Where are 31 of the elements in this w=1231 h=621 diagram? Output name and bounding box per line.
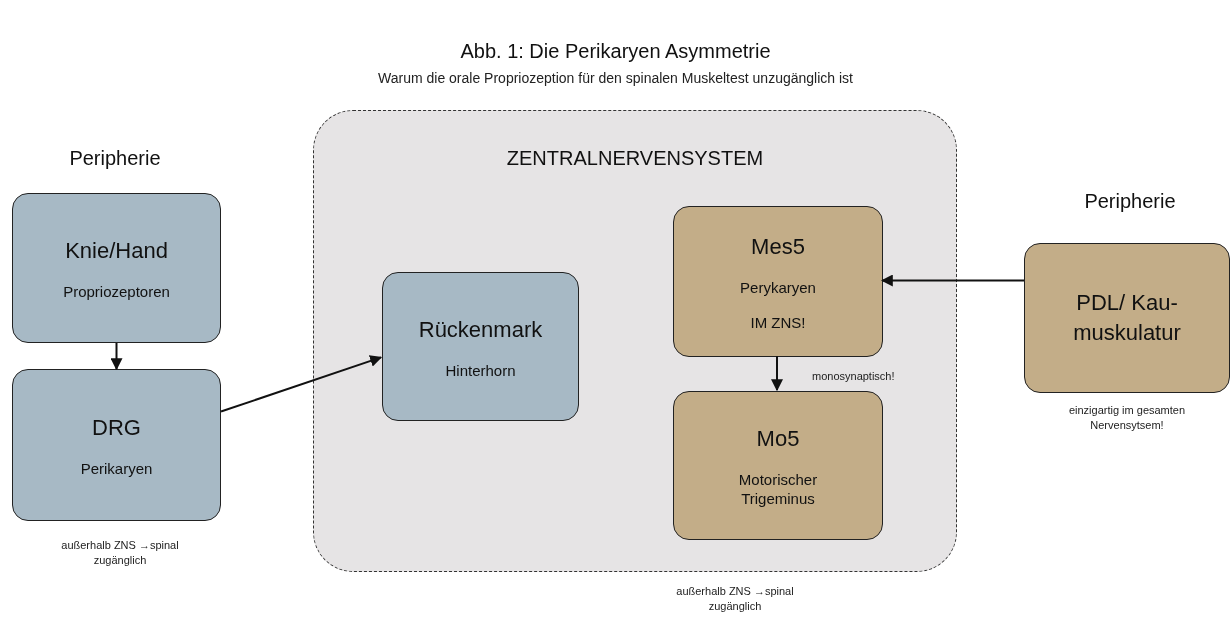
box-heading: PDL/ Kau- muskulatur xyxy=(1072,288,1182,347)
box-heading: Mo5 xyxy=(756,425,800,454)
region-title: ZENTRALNERVENSYSTEM xyxy=(505,146,765,171)
box-text: Propriozeptoren xyxy=(63,283,170,302)
subtitle: Warum die orale Propriozeption für den spinalen Muskeltest unzugänglich ist xyxy=(377,69,854,88)
neuron-box xyxy=(12,193,221,343)
box-text: Perikaryen xyxy=(80,460,153,479)
neuron-box xyxy=(12,369,221,521)
note-text: einzigartig im gesamten Nervensytsem! xyxy=(1067,403,1187,433)
box-text: Perykaryen xyxy=(740,279,816,298)
note-text: außerhalb ZNS →spinal zugänglich xyxy=(675,584,795,614)
arrow xyxy=(220,355,383,413)
box-text: IM ZNS! xyxy=(750,314,806,333)
box-heading: Mes5 xyxy=(751,233,805,262)
region-heading: Peripherie xyxy=(68,146,162,171)
box-heading: DRG xyxy=(92,414,141,443)
neuron-box xyxy=(673,391,883,540)
box-text: Hinterhorn xyxy=(445,361,516,381)
region-box xyxy=(313,110,957,572)
arrow xyxy=(771,355,783,392)
arrow xyxy=(110,342,123,371)
box-heading: Rückenmark xyxy=(418,315,543,344)
arrow xyxy=(880,274,1025,287)
note-text: außerhalb ZNS →spinal zugänglich xyxy=(60,538,180,568)
box-text: Motorischer Trigeminus xyxy=(737,471,819,509)
neuron-box xyxy=(673,206,883,357)
title: Abb. 1: Die Perikaryen Asymmetrie xyxy=(459,39,772,64)
neuron-box xyxy=(1024,243,1230,393)
region-heading: Peripherie xyxy=(1083,189,1177,214)
box-heading: Knie/Hand xyxy=(65,237,168,266)
neuron-box xyxy=(382,272,579,421)
